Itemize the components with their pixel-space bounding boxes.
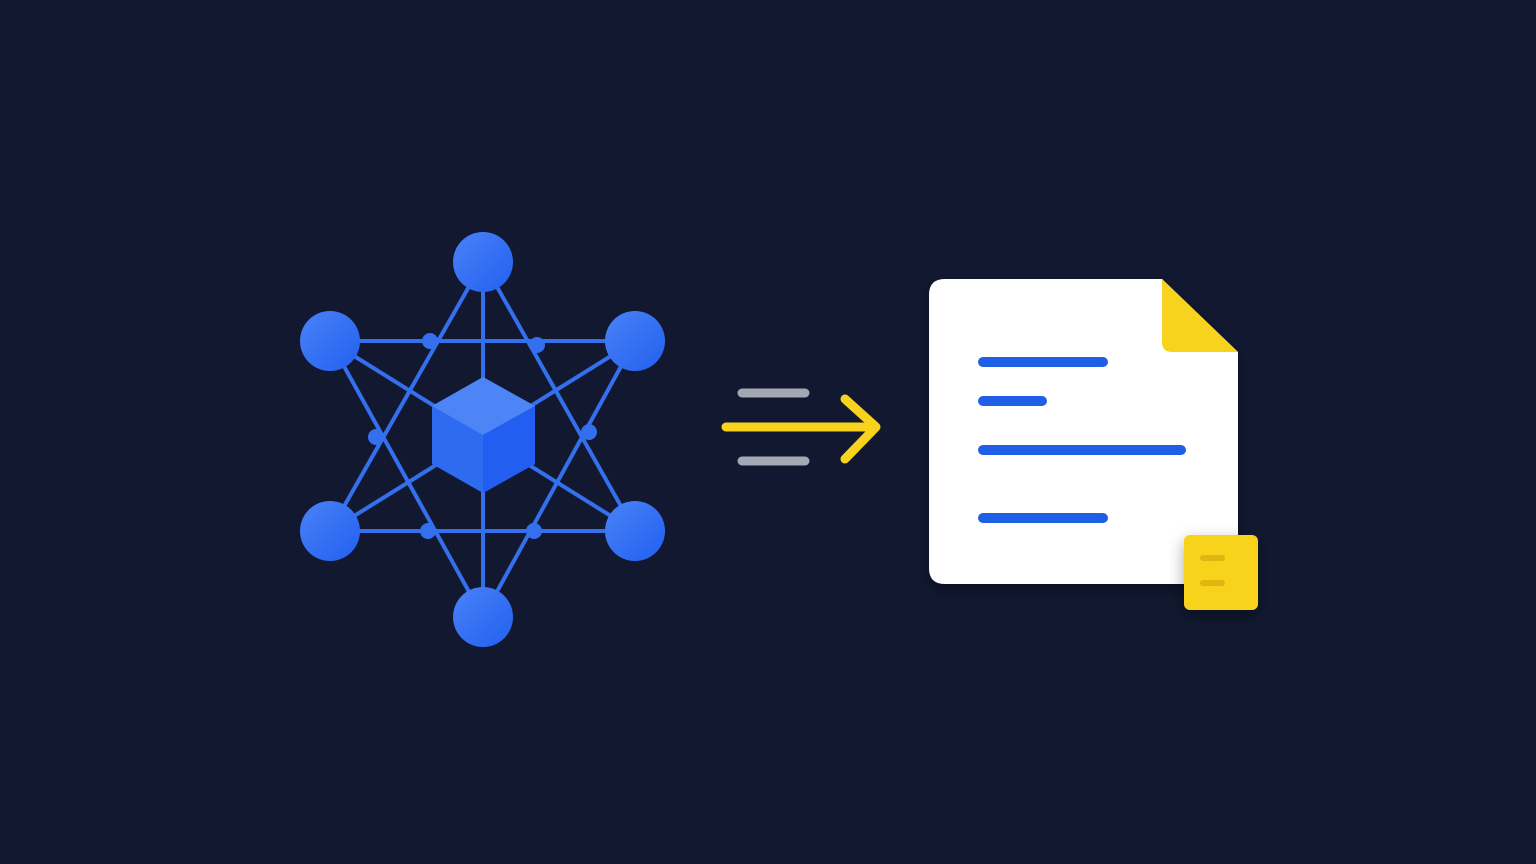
folded-corner — [1162, 279, 1238, 352]
document-icon — [929, 279, 1258, 610]
sticky-note-icon — [1184, 535, 1258, 610]
junction-nodes — [368, 333, 597, 539]
network-graph-icon — [300, 232, 665, 647]
document-text-lines — [978, 357, 1186, 523]
outer-nodes — [300, 232, 665, 647]
arrow-right-icon — [721, 388, 881, 466]
